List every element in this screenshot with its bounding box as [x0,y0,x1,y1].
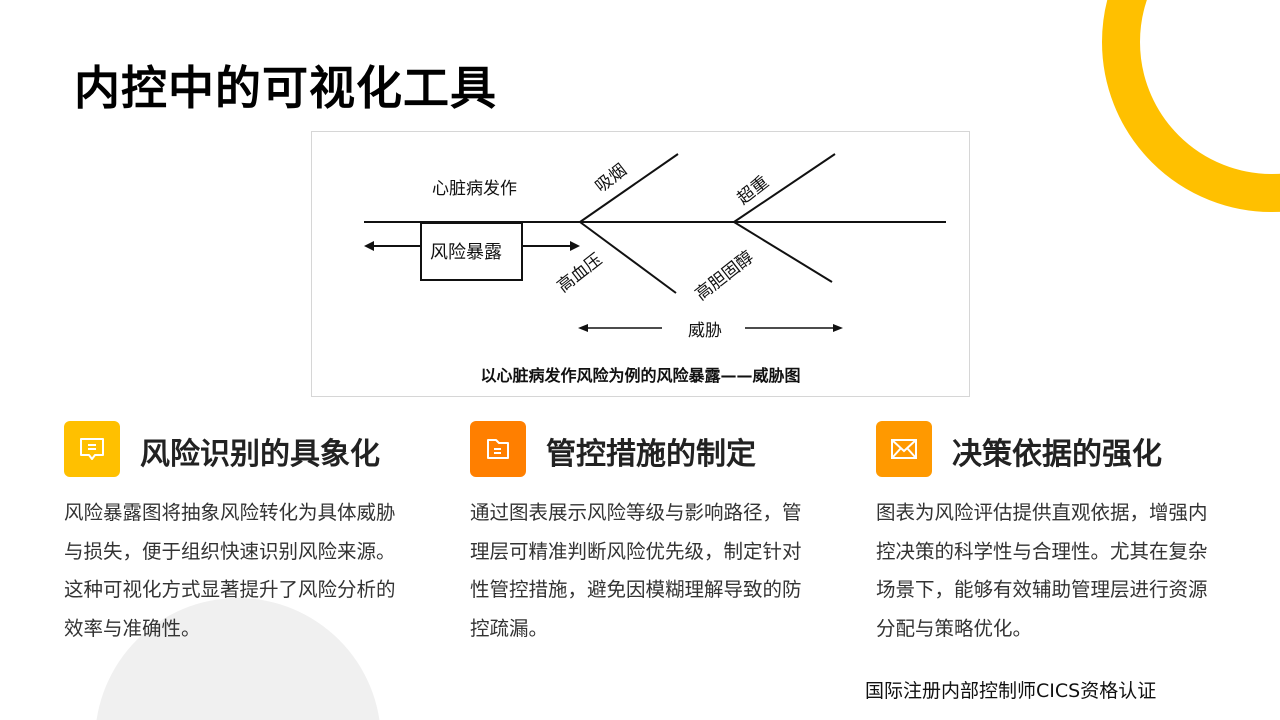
footer-certification: 国际注册内部控制师CICS资格认证 [865,680,1157,702]
event-label: 心脏病发作 [432,179,517,199]
card-title: 决策依据的强化 [952,437,1162,472]
envelope-icon [876,421,932,477]
threat-label: 威胁 [688,321,722,341]
card-title: 风险识别的具象化 [140,437,380,472]
card-body: 风险暴露图将抽象风险转化为具体威胁与损失，便于组织快速识别风险来源。这种可视化方… [64,501,396,640]
exposure-label: 风险暴露 [430,242,502,263]
exposure-threat-diagram: 心脏病发作 风险暴露 吸烟 高血压 超重 高胆固醇 威胁 以心脏病发作风险为例的… [311,131,970,397]
decorative-ring [1102,0,1280,212]
chat-bubble-icon [64,421,120,477]
card-body: 图表为风险评估提供直观依据，增强内控决策的科学性与合理性。尤其在复杂场景下，能够… [876,501,1208,640]
page-title: 内控中的可视化工具 [74,61,497,115]
fishbone-lines [364,153,946,332]
folder-icon [470,421,526,477]
card-body: 通过图表展示风险等级与影响路径，管理层可精准判断风险优先级，制定针对性管控措施，… [470,501,802,640]
figure-caption: 以心脏病发作风险为例的风险暴露——威胁图 [480,366,801,385]
card-title: 管控措施的制定 [546,437,756,472]
